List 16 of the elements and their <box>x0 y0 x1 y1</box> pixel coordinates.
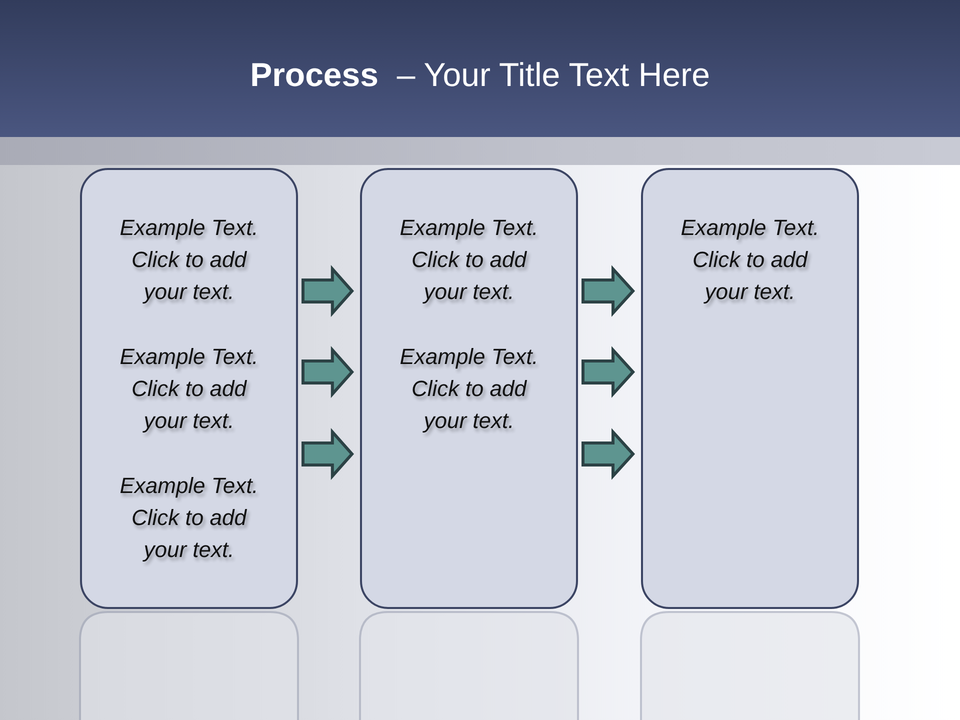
example-text: Example Text. Click to add your text. <box>118 343 260 435</box>
process-column <box>641 168 859 609</box>
example-text: Example Text. Click to add your text. <box>118 472 260 564</box>
process-column <box>360 168 578 609</box>
example-text: Example Text. Click to add your text. <box>398 214 540 306</box>
block-arrow <box>302 346 354 398</box>
example-text: Example Text. Click to add your text. <box>680 214 820 306</box>
process-column <box>80 168 298 609</box>
block-arrow <box>582 265 636 317</box>
example-text: Example Text. Click to add your text. <box>398 343 540 435</box>
block-arrow <box>302 428 354 480</box>
block-arrow <box>582 428 636 480</box>
block-arrow <box>582 346 636 398</box>
block-arrow <box>302 265 354 317</box>
example-text: Example Text. Click to add your text. <box>118 214 260 306</box>
slide-title: Process – Your Title Text Here <box>250 56 710 94</box>
